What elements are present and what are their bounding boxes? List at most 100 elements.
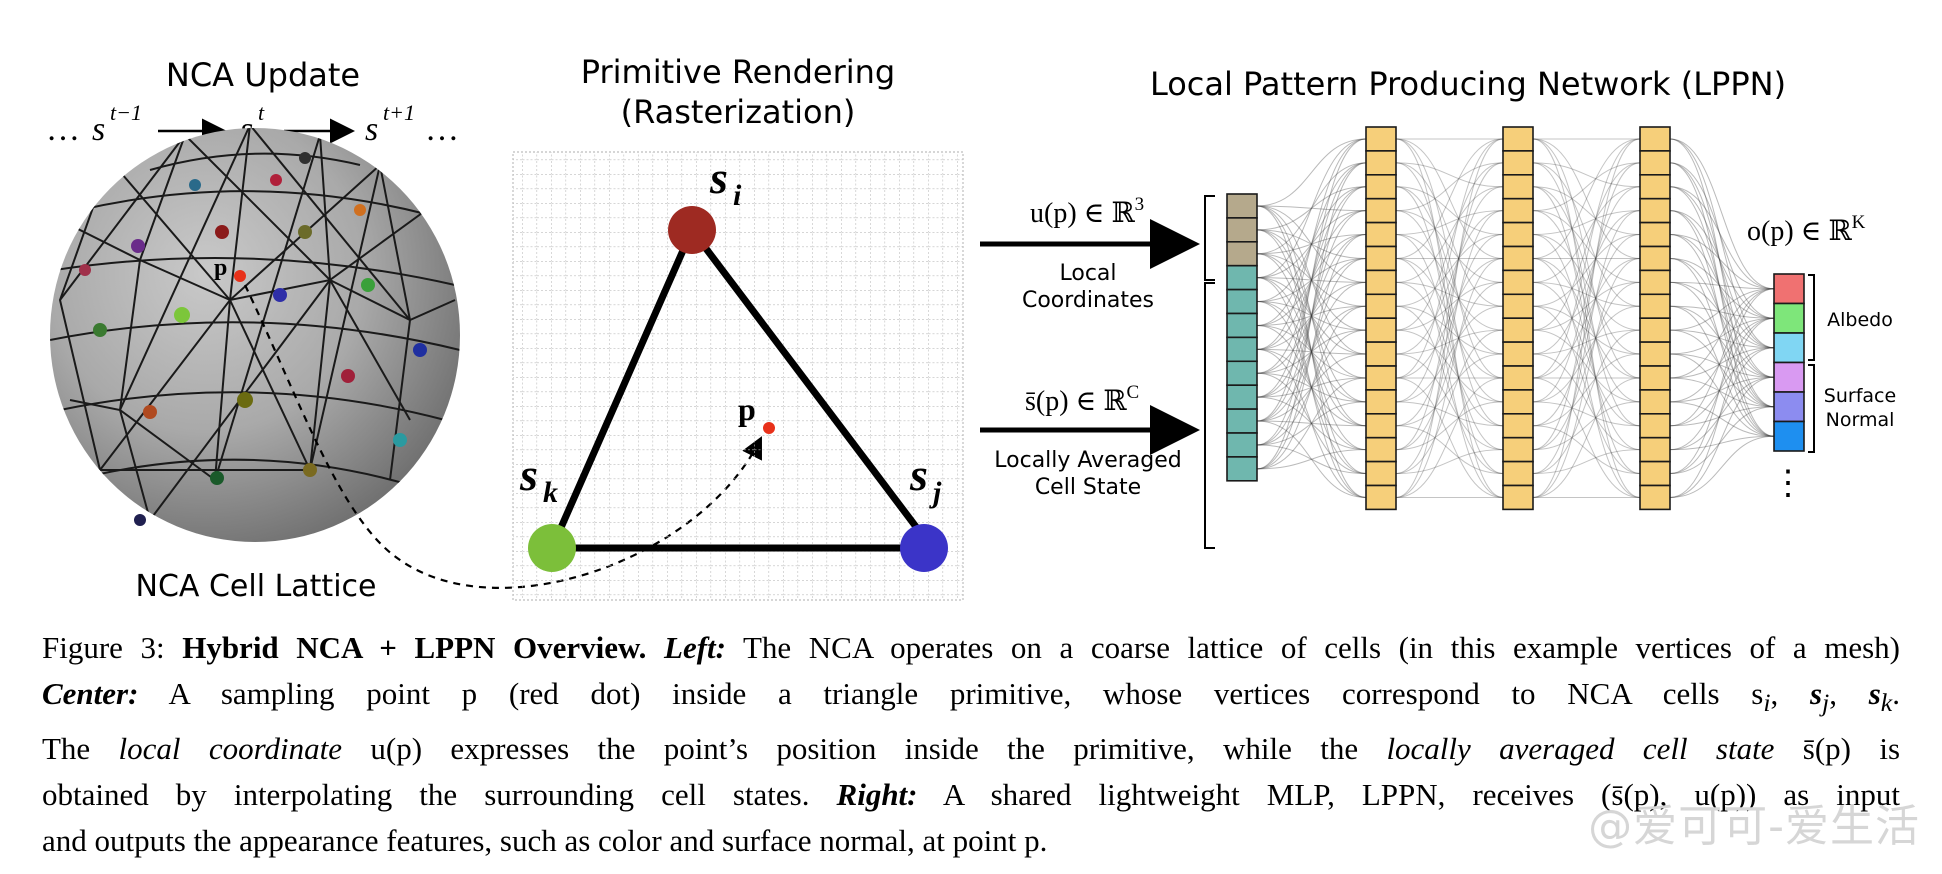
caption-title: Hybrid NCA + LPPN Overview. xyxy=(182,630,647,665)
network-edge xyxy=(1256,229,1367,331)
network-edge xyxy=(1532,329,1641,355)
network-edge xyxy=(1395,210,1504,283)
network-edge xyxy=(1256,229,1367,403)
raster-grid xyxy=(512,151,964,601)
input-s-formula: s̄(p) ∈ ℝC xyxy=(1025,382,1139,417)
network-edge xyxy=(1532,377,1641,498)
network-edge xyxy=(1395,186,1504,236)
network-edge xyxy=(1395,162,1504,188)
hidden-neuron xyxy=(1502,484,1534,511)
input-neuron xyxy=(1226,384,1258,410)
network-edge xyxy=(1395,281,1504,451)
figure-canvas: NCA Update … s t−1 s t s t+1 … xyxy=(46,53,1896,604)
network-edge xyxy=(1395,257,1504,498)
hidden-neuron xyxy=(1365,221,1397,248)
network-edge xyxy=(1532,138,1641,259)
network-edge xyxy=(1532,401,1641,427)
network-edge xyxy=(1669,288,1775,475)
hidden-neuron xyxy=(1502,436,1534,463)
hidden-neuron xyxy=(1639,389,1671,415)
network-edge xyxy=(1256,348,1367,498)
sample-point-dot xyxy=(234,270,246,282)
network-edge xyxy=(1532,138,1641,379)
hidden-neuron xyxy=(1502,460,1534,487)
vertex-i-label: s xyxy=(709,152,728,203)
network-edge xyxy=(1669,317,1775,498)
input-neuron xyxy=(1226,193,1258,219)
network-edge xyxy=(1256,257,1367,374)
network-edge xyxy=(1669,186,1775,349)
hidden-neuron xyxy=(1365,293,1397,319)
network-edge xyxy=(1395,234,1504,331)
network-edge xyxy=(1532,138,1641,498)
network-edge xyxy=(1256,229,1367,259)
hidden-neuron xyxy=(1639,269,1671,296)
hidden-neuron xyxy=(1502,269,1534,296)
left-panel: NCA Update … s t−1 s t s t+1 … xyxy=(46,56,762,604)
input-u-bracket xyxy=(1204,195,1215,281)
sample-point-center-label: p xyxy=(738,391,756,427)
network-edge xyxy=(1532,377,1641,498)
network-edge xyxy=(1395,162,1504,451)
network-edge xyxy=(1532,186,1641,355)
network-edge xyxy=(1256,277,1367,498)
network-edge xyxy=(1395,425,1504,475)
network-edge xyxy=(1256,301,1367,403)
network-edge xyxy=(1256,372,1367,475)
input-s-label-line1: Locally Averaged xyxy=(994,448,1181,473)
vertex-k xyxy=(528,524,576,572)
output-neuron xyxy=(1773,361,1805,393)
input-neuron xyxy=(1226,408,1258,434)
hidden-neuron xyxy=(1365,317,1397,343)
input-neuron xyxy=(1226,241,1258,267)
hidden-neuron xyxy=(1365,197,1397,224)
network-edge xyxy=(1669,353,1775,378)
output-neuron xyxy=(1773,332,1805,364)
hidden-neuron xyxy=(1639,197,1671,224)
input-u-label-line1: Local xyxy=(1059,261,1116,286)
network-edge xyxy=(1532,162,1641,331)
hidden-neuron xyxy=(1639,484,1671,511)
lattice-vertices xyxy=(79,152,427,526)
output-neuron xyxy=(1773,302,1805,334)
network-edge xyxy=(1532,234,1641,451)
network-edge xyxy=(1256,277,1367,355)
caption-local-avg: locally averaged cell state xyxy=(1386,731,1775,767)
network-edge xyxy=(1532,234,1641,331)
network-edge xyxy=(1669,257,1775,437)
network-edge xyxy=(1256,401,1367,446)
input-neuron xyxy=(1226,217,1258,243)
network-edge xyxy=(1532,162,1641,212)
network-edge xyxy=(1256,205,1367,212)
input-s-label-line2: Cell State xyxy=(1035,475,1141,500)
caption-center-label: Center: xyxy=(42,676,139,711)
network-edge xyxy=(1256,396,1367,451)
network-edge xyxy=(1395,305,1504,403)
network-edge xyxy=(1532,162,1641,307)
network-edge xyxy=(1256,234,1367,398)
state-next-superscript: t+1 xyxy=(383,100,415,125)
network-edge xyxy=(1395,210,1504,403)
network-edge xyxy=(1256,305,1367,398)
network-edge xyxy=(1256,138,1367,207)
output-superscript: K xyxy=(1852,212,1866,233)
hidden-neuron xyxy=(1639,126,1671,152)
network-edge xyxy=(1256,253,1367,379)
caption-line-5: and outputs the appearance features, suc… xyxy=(42,823,1048,859)
network-edge xyxy=(1256,210,1367,422)
network-edge xyxy=(1532,305,1641,355)
normal-label-line1: Surface xyxy=(1824,385,1896,407)
network-edge xyxy=(1532,138,1641,379)
caption-line3-b: u(p) expresses the point’s position insi… xyxy=(370,731,1359,767)
network-edge xyxy=(1395,401,1504,451)
network-edge xyxy=(1395,305,1504,355)
network-edge xyxy=(1532,281,1641,331)
hidden-neuron xyxy=(1639,150,1671,176)
network-edge xyxy=(1532,186,1641,236)
hidden-neuron xyxy=(1502,412,1534,439)
input-u-superscript: 3 xyxy=(1135,194,1145,215)
network-edge xyxy=(1669,317,1775,403)
network-edge xyxy=(1669,138,1775,349)
hidden-neuron xyxy=(1639,245,1671,272)
network-edge xyxy=(1532,162,1641,427)
